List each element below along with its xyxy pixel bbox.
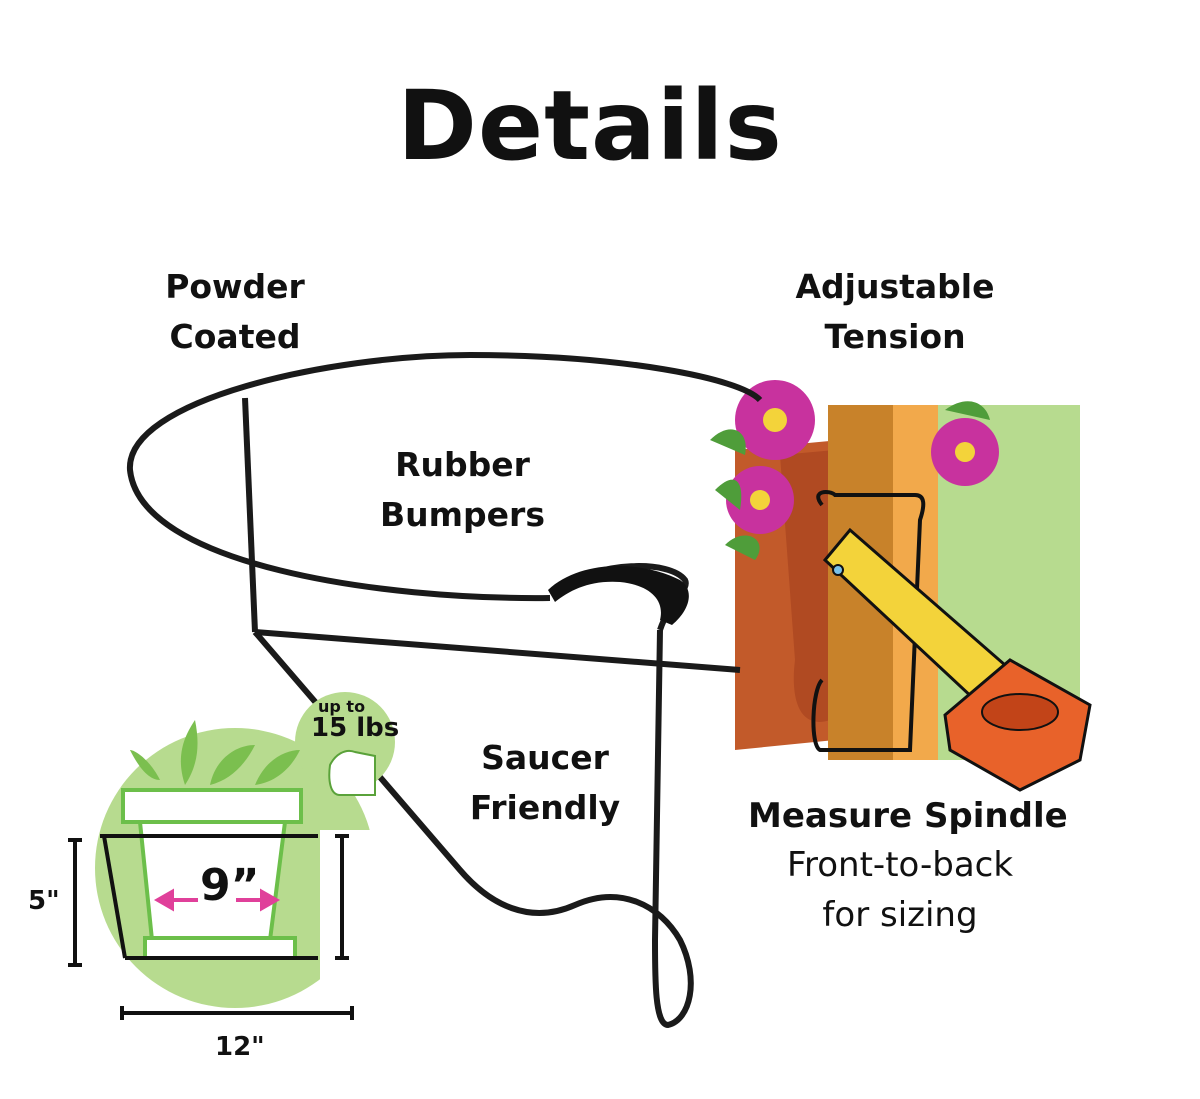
height-label: 5" (28, 886, 60, 916)
flower-icon (710, 380, 999, 560)
measure-title: Measure Spindle (748, 796, 1068, 836)
rubber-bumper (548, 566, 689, 625)
sprouts-icon (130, 720, 300, 785)
page-title: Details (397, 70, 783, 182)
outer-width-label: 12" (215, 1032, 265, 1062)
capacity-value: 15 lbs (311, 713, 400, 743)
label-saucer-friendly: Saucer Friendly (469, 738, 621, 827)
inner-width-label: 9” (200, 860, 260, 911)
thumbs-up-icon (328, 749, 376, 796)
width-arrows (153, 888, 281, 912)
bracket-outline (811, 490, 926, 752)
measure-subtitle: Front-to-back for sizing (786, 845, 1014, 935)
label-rubber-bumpers: Rubber Bumpers (380, 445, 545, 534)
label-adjustable-tension: Adjustable Tension (795, 267, 995, 356)
label-powder-coated: Powder Coated (165, 267, 305, 356)
capacity-prefix: up to (318, 697, 366, 716)
